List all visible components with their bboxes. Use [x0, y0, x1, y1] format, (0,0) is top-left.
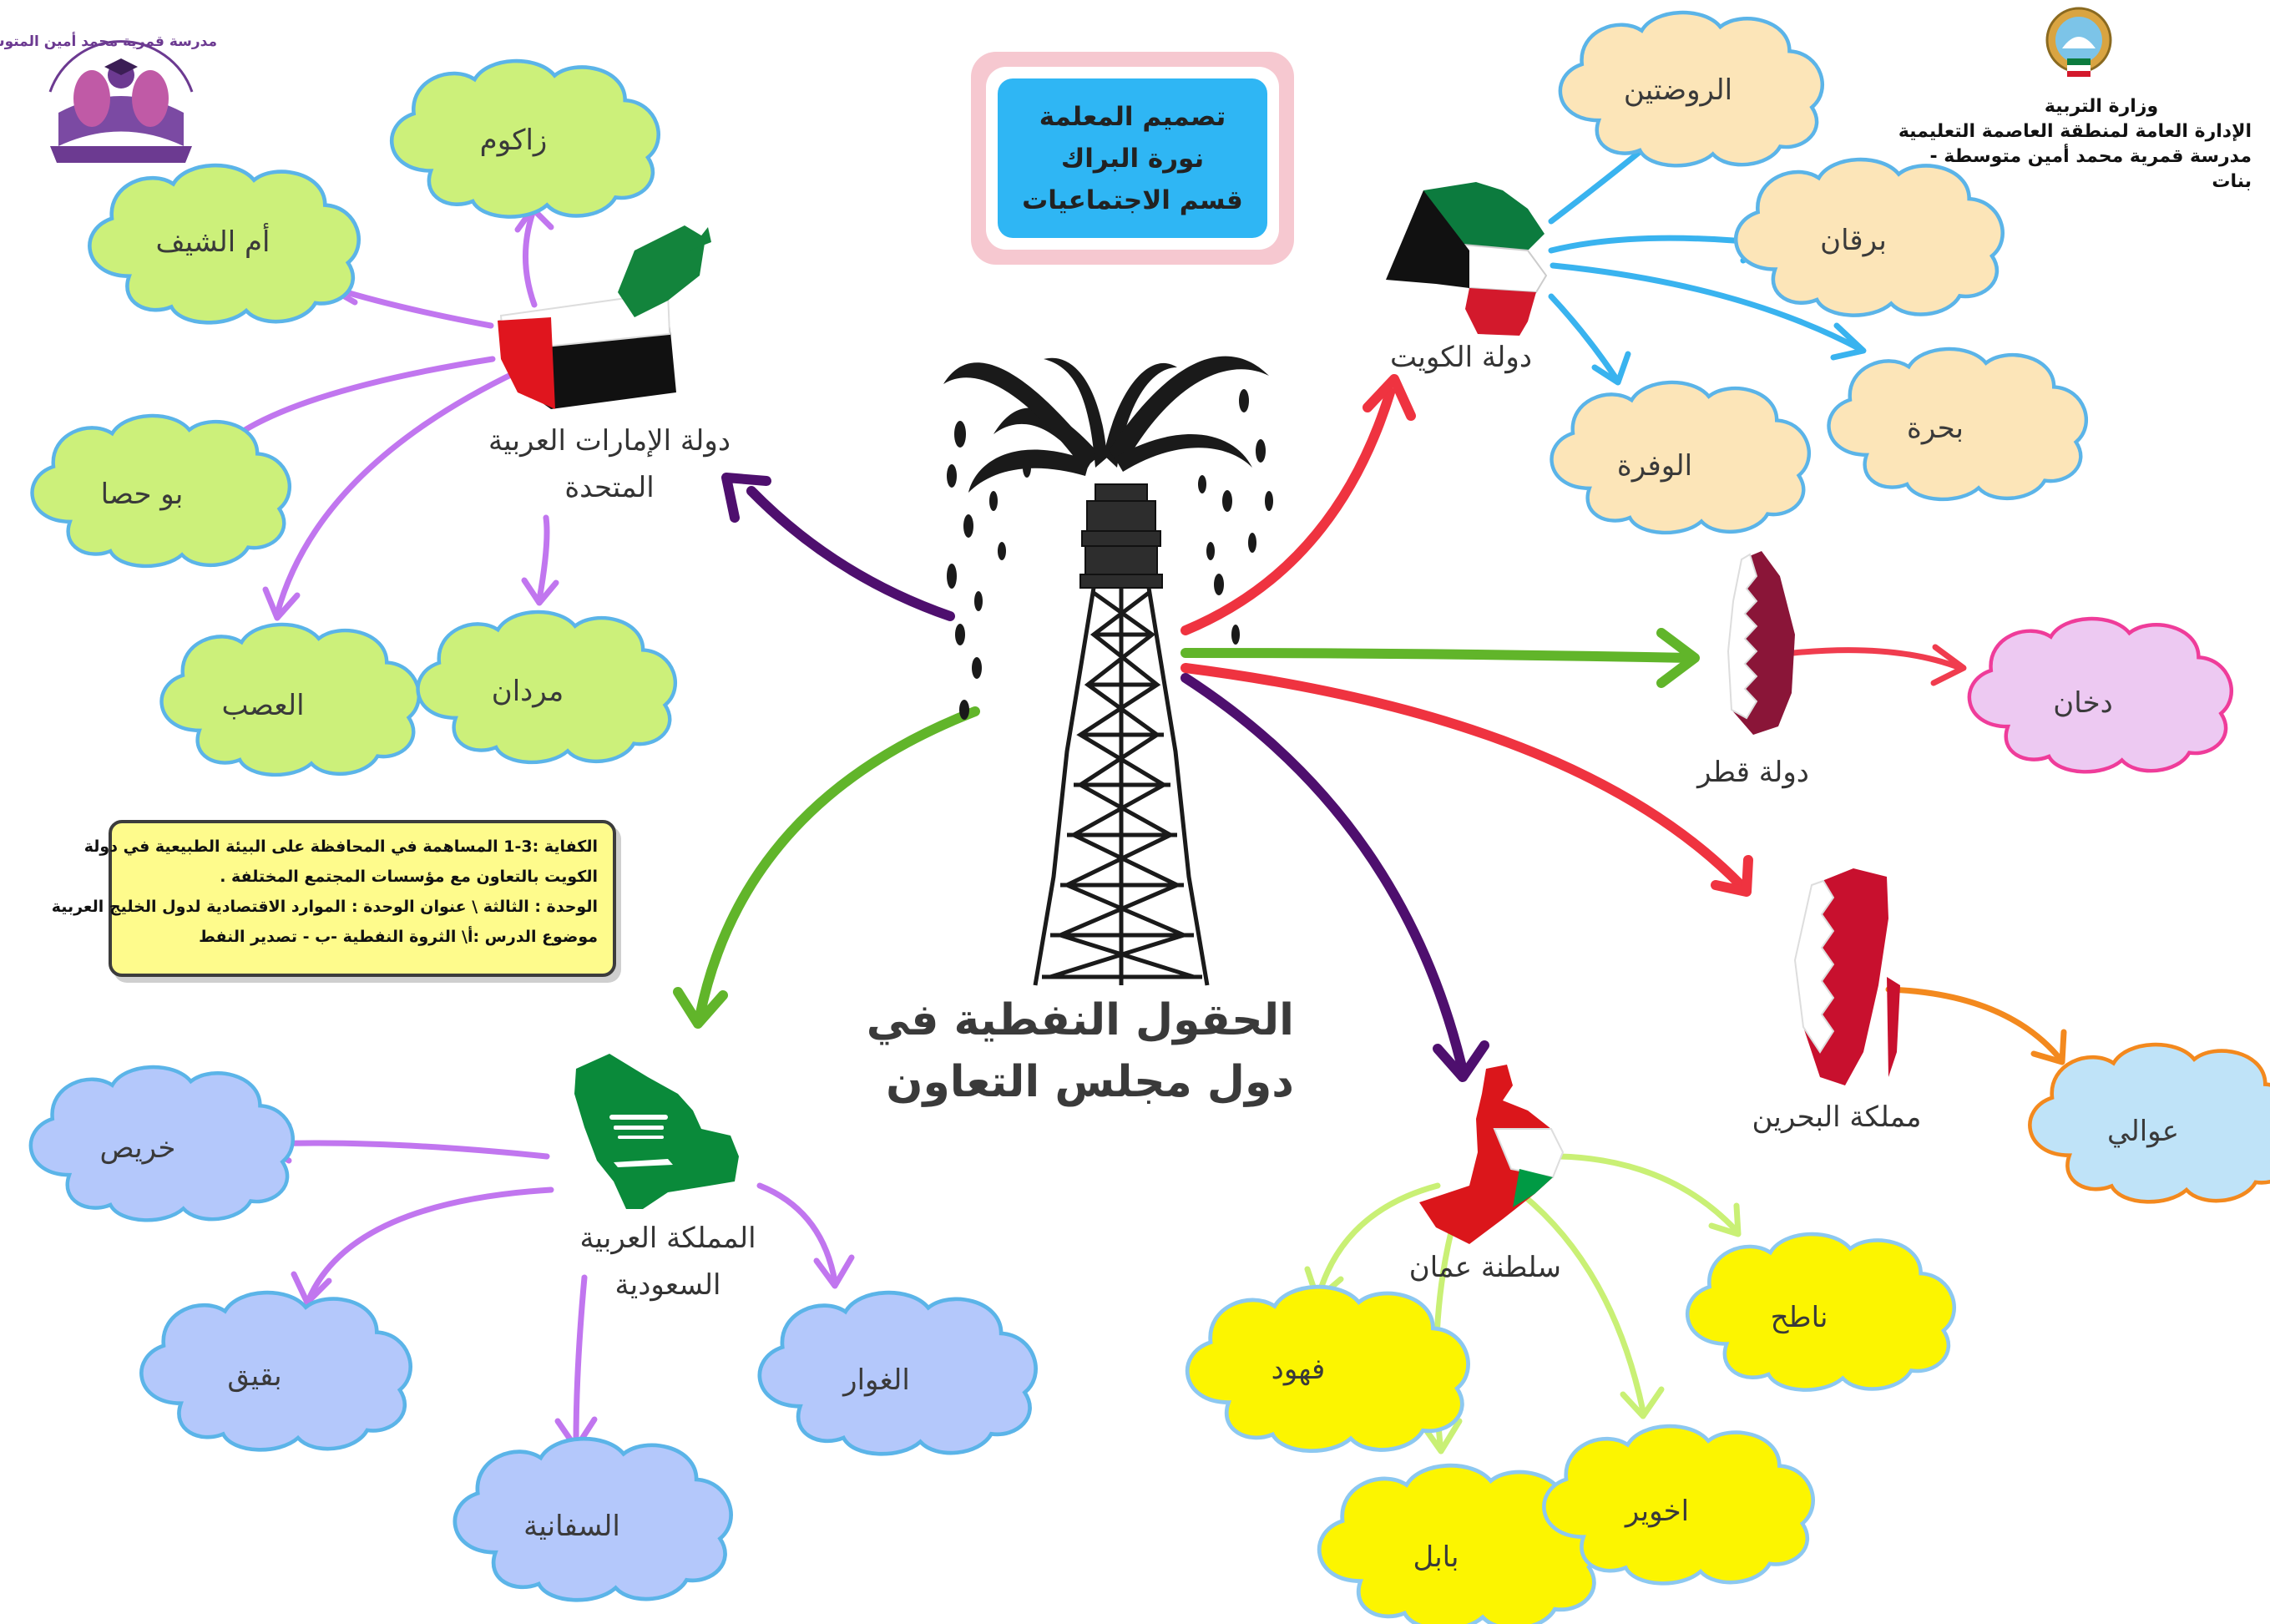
arrowhead-kuwait [1363, 374, 1416, 421]
field-uae-5: مردان [491, 675, 564, 708]
school-logo-text: مدرسة قمرية محمد أمين المتوسطة بنات [0, 33, 217, 50]
field-kuwait-1: الروضتين [1623, 73, 1733, 107]
oman-branch-arrows [1304, 1153, 1742, 1455]
field-saudi-3: السفانية [523, 1510, 620, 1543]
country-label-bahrain: مملكة البحرين [1752, 1100, 1922, 1134]
arrow-center-to-saudi [695, 706, 980, 1022]
ministry-header: وزارة التربية الإدارة العامة لمنطقة العا… [1884, 94, 2252, 195]
field-kuwait-3: بحرة [1907, 412, 1964, 445]
field-oman-4: اخوير [1625, 1495, 1690, 1528]
country-label-qatar: دولة قطر [1697, 756, 1809, 789]
designer-line-1: تصميم المعلمة [1039, 101, 1226, 132]
arrow-center-to-bahrain [1181, 663, 1746, 890]
arrow-center-to-qatar [1181, 648, 1696, 663]
qatar-branch-arrows [1790, 644, 1967, 686]
field-kuwait-2: برقان [1820, 224, 1887, 257]
field-saudi-1: خريص [99, 1131, 176, 1165]
center-arrows [673, 374, 1753, 1082]
arrowhead-oman [1433, 1040, 1489, 1082]
designer-box-frame: تصميم المعلمة نورة البراك قسم الاجتماعيا… [986, 67, 1279, 250]
field-uae-3: بو حصا [100, 478, 184, 511]
arrow-center-to-uae [746, 486, 955, 621]
competency-box: الكفاية :3-1 المساهمة في المحافظة على ال… [51, 820, 616, 977]
uae-label-line-2: المتحدة [564, 471, 655, 504]
uae-flag-map-icon [498, 225, 711, 409]
uae-label-line-1: دولة الإمارات العربية [488, 424, 731, 458]
arrowhead-saudi [673, 987, 728, 1029]
bahrain-branch-arrows [1885, 986, 2067, 1065]
field-bahrain-1: عوالي [2107, 1115, 2179, 1148]
competency-line-3: الوحدة : الثالثة \ عنوان الوحدة : الموار… [51, 898, 598, 916]
designer-box: تصميم المعلمة نورة البراك قسم الاجتماعيا… [971, 52, 1294, 265]
oil-derrick-icon [943, 356, 1273, 986]
field-oman-3: بابل [1413, 1541, 1459, 1574]
field-oman-2: فهود [1271, 1353, 1326, 1386]
kuwait-flag-map-icon [1386, 182, 1548, 336]
field-oman-1: ناطح [1770, 1301, 1828, 1334]
field-kuwait-4: الوفرة [1616, 449, 1693, 483]
oman-flag-map-icon [1419, 1065, 1565, 1244]
ministry-name: وزارة التربية [2044, 96, 2159, 117]
competency-line-4: موضوع الدرس :أ\ الثروة النفطية -ب - تصدي… [199, 928, 598, 946]
oman-clouds [1187, 1234, 1954, 1624]
competency-line-2: الكويت بالتعاون مع مؤسسات المجتمع المختل… [220, 868, 598, 886]
country-label-oman: سلطنة عمان [1408, 1251, 1561, 1284]
arrowhead-qatar [1656, 628, 1700, 688]
field-saudi-4: الغوار [843, 1363, 910, 1397]
title-line-2: دول مجلس التعاون [886, 1057, 1294, 1107]
qatar-flag-map-icon [1727, 551, 1795, 735]
country-label-kuwait: دولة الكويت [1390, 341, 1532, 374]
saudi-label-line-1: المملكة العربية [579, 1222, 756, 1255]
field-saudi-2: بقيق [227, 1359, 282, 1393]
directorate-name: الإدارة العامة لمنطقة العاصمة التعليمية [1898, 121, 2252, 142]
kuwait-emblem-icon [2045, 7, 2112, 77]
arrow-center-to-kuwait [1181, 387, 1395, 635]
field-qatar-1: دخان [2053, 686, 2113, 720]
school-logo-icon [48, 40, 194, 163]
saudi-flag-map-icon [574, 1054, 739, 1209]
arrowhead-bahrain [1711, 855, 1753, 897]
designer-line-2: نورة البراك [1060, 143, 1205, 174]
shahada-text-decoration [609, 1115, 673, 1167]
designer-line-3: قسم الاجتماعيات [1022, 185, 1243, 215]
field-uae-4: العصب [221, 689, 305, 722]
arrow-center-to-oman [1181, 673, 1468, 1075]
title-line-1: الحقول النفطية في [866, 995, 1294, 1045]
field-uae-1: زاكوم [479, 124, 548, 157]
country-label-uae: دولة الإمارات العربية المتحدة [484, 417, 735, 511]
competency-line-1: الكفاية :3-1 المساهمة في المحافظة على ال… [83, 837, 598, 856]
school-name: مدرسة قمرية محمد أمين متوسطة - بنات [1929, 146, 2252, 192]
bahrain-flag-map-icon [1793, 868, 1900, 1085]
arrowhead-uae [721, 473, 771, 523]
designer-box-content: تصميم المعلمة نورة البراك قسم الاجتماعيا… [998, 78, 1267, 238]
country-label-saudi: المملكة العربية السعودية [568, 1215, 768, 1308]
page-title: الحقول النفطية في دول مجلس التعاون [866, 989, 1294, 1113]
saudi-label-line-2: السعودية [614, 1268, 721, 1302]
field-uae-2: أم الشيف [155, 225, 270, 259]
